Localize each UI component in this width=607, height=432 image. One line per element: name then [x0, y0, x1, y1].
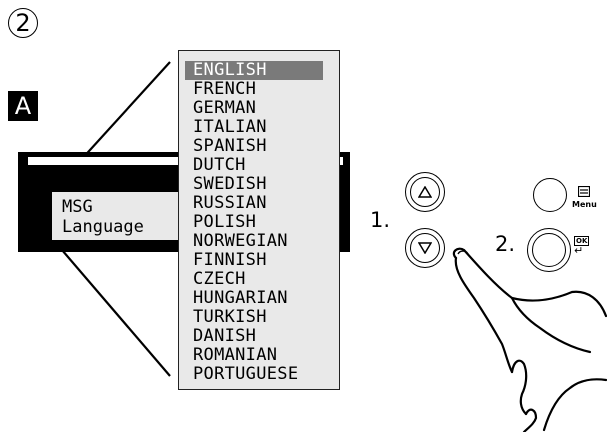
- leader-line-bottom: [61, 249, 171, 377]
- step-1-label: 1.: [370, 208, 391, 232]
- down-button[interactable]: [405, 228, 445, 268]
- language-option-swedish[interactable]: SWEDISH: [193, 174, 267, 194]
- up-button[interactable]: [405, 172, 445, 212]
- language-option-norwegian[interactable]: NORWEGIAN: [193, 231, 288, 251]
- menu-button[interactable]: [533, 178, 567, 212]
- menu-button-label: Menu: [572, 200, 597, 209]
- display-line-msg: MSG: [62, 197, 93, 217]
- language-option-danish[interactable]: DANISH: [193, 326, 257, 346]
- language-option-spanish[interactable]: SPANISH: [193, 136, 267, 156]
- display-screen: [52, 192, 178, 240]
- language-option-italian[interactable]: ITALIAN: [193, 117, 267, 137]
- ok-button[interactable]: [527, 228, 571, 272]
- language-option-czech[interactable]: CZECH: [193, 269, 246, 289]
- ok-button-label: OK: [574, 236, 590, 246]
- language-option-english[interactable]: ENGLISH: [185, 61, 323, 80]
- up-triangle-icon: [418, 186, 432, 198]
- display-line-language: Language: [62, 217, 144, 237]
- menu-icon: Menu: [572, 182, 597, 209]
- language-option-hungarian[interactable]: HUNGARIAN: [193, 288, 288, 308]
- step-number: 2: [8, 8, 38, 38]
- menu-list-icon: [578, 185, 591, 198]
- hand-pointer-icon: [452, 247, 607, 432]
- language-option-dutch[interactable]: DUTCH: [193, 155, 246, 175]
- language-option-russian[interactable]: RUSSIAN: [193, 193, 267, 213]
- ok-icon: OK ↵: [574, 236, 590, 257]
- language-option-portuguese[interactable]: PORTUGUESE: [193, 364, 299, 384]
- callout-label-a: A: [8, 91, 38, 121]
- language-option-finnish[interactable]: FINNISH: [193, 250, 267, 270]
- language-option-romanian[interactable]: ROMANIAN: [193, 345, 278, 365]
- step-2-label: 2.: [495, 232, 516, 256]
- enter-arrow-icon: ↵: [574, 244, 584, 257]
- language-option-polish[interactable]: POLISH: [193, 212, 257, 232]
- language-option-german[interactable]: GERMAN: [193, 98, 257, 118]
- down-triangle-icon: [418, 242, 432, 254]
- language-option-french[interactable]: FRENCH: [193, 79, 257, 99]
- language-option-turkish[interactable]: TURKISH: [193, 307, 267, 327]
